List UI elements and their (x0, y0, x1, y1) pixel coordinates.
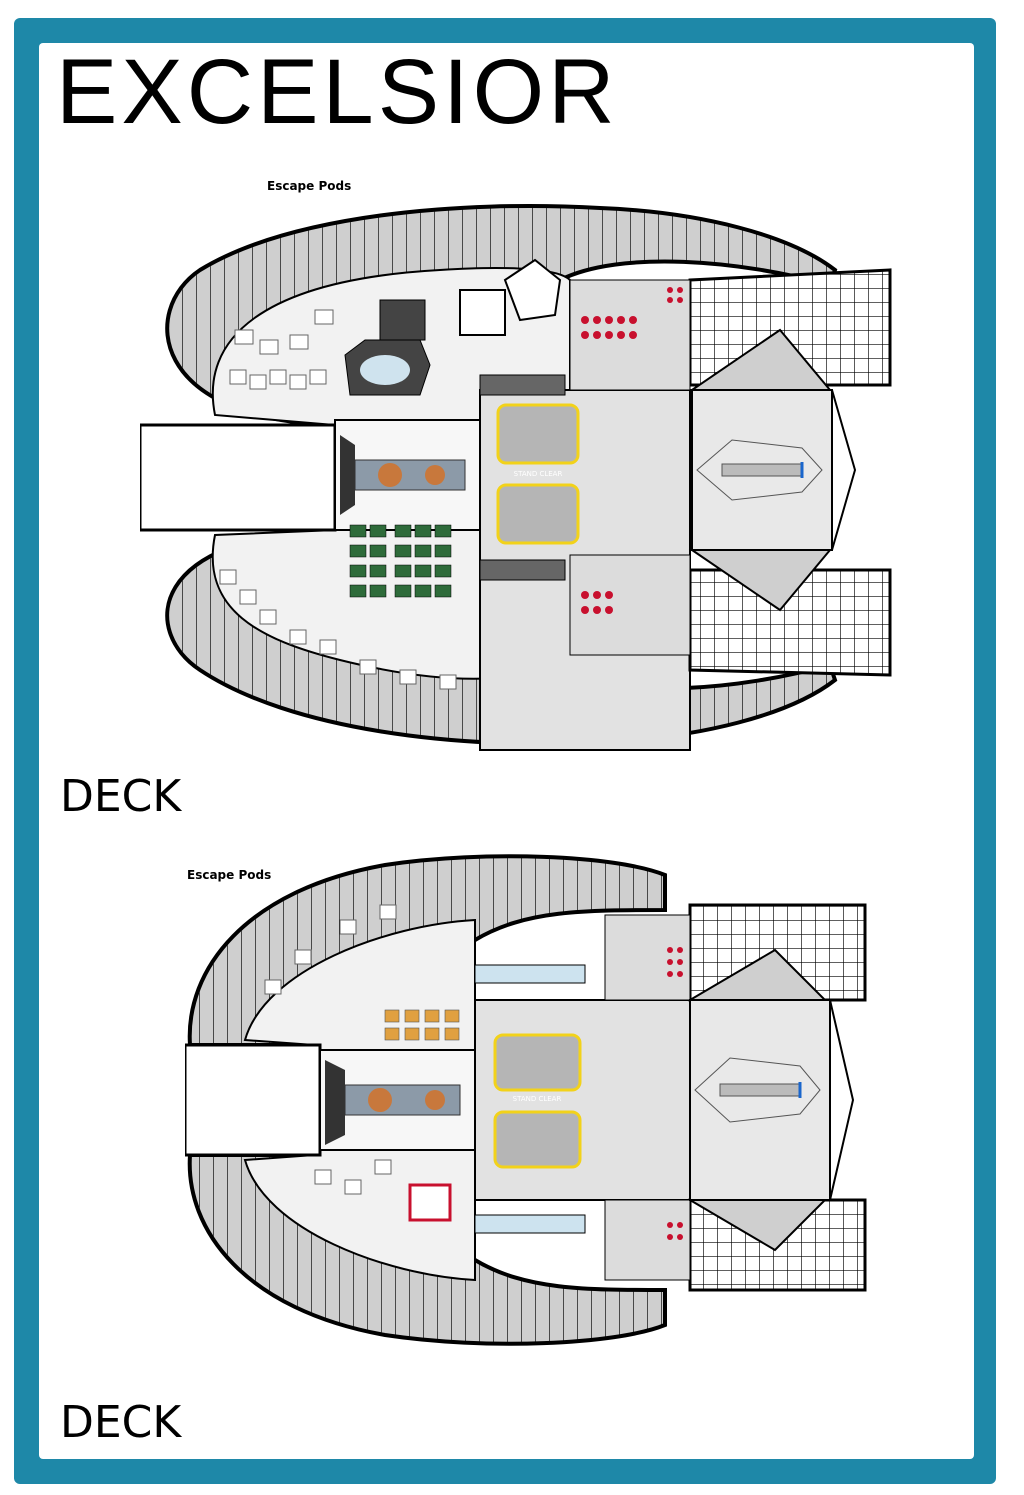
deck-plan-1: STAND CLEAR (140, 204, 892, 751)
deck-plan-2: STAND CLEAR (185, 854, 867, 1346)
stand-clear-label: STAND CLEAR (513, 1095, 562, 1103)
escape-pods-label-2: Escape Pods (187, 868, 272, 882)
cargo-markers (581, 287, 683, 614)
forward-notch (185, 1043, 322, 1157)
lift-pad (493, 1110, 582, 1169)
shuttle-icon (696, 439, 823, 501)
ship-title: EXCELSIOR (56, 41, 619, 143)
consoles (384, 1009, 460, 1041)
shuttle-icon (694, 1057, 821, 1123)
computer-banks (349, 524, 452, 598)
escape-pods-label-1: Escape Pods (267, 179, 352, 193)
forward-notch (140, 423, 337, 532)
medical-station (408, 1183, 452, 1222)
stand-clear-label: STAND CLEAR (514, 470, 563, 478)
lift-pad (496, 483, 580, 545)
shuttle-bay (474, 999, 691, 1201)
lift-pad (496, 403, 580, 465)
deck-label-2: DECK (60, 1397, 182, 1448)
crew-quarters (264, 904, 397, 1195)
crew-quarters (219, 309, 457, 690)
lift-pad (493, 1033, 582, 1092)
cargo-markers (667, 947, 683, 1240)
deck-label-1: DECK (60, 771, 182, 822)
